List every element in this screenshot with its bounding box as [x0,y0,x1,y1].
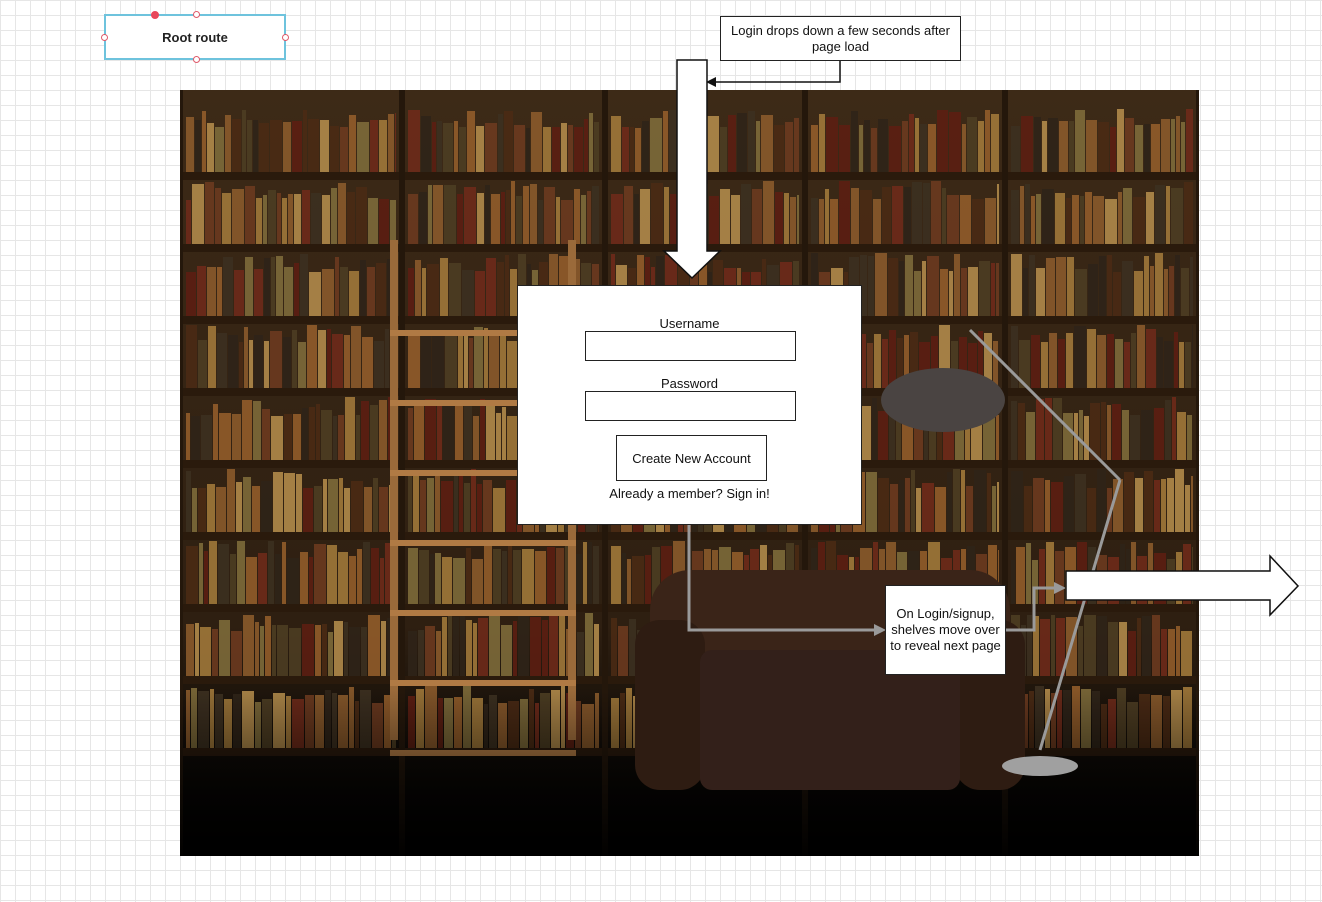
connector-note-to-arrow [712,61,841,83]
selection-handle[interactable] [101,34,108,41]
shelves-note[interactable]: On Login/signup, shelves move over to re… [885,585,1006,675]
login-card: Username Password Create New Account Alr… [517,285,862,525]
password-label: Password [660,376,719,391]
login-drop-note-text: Login drops down a few seconds after pag… [731,22,950,54]
shelves-note-text: On Login/signup, shelves move over to re… [890,606,1001,653]
connector-arrowhead [706,77,716,87]
root-route-label: Root route [162,29,228,45]
selection-handle[interactable] [193,11,200,18]
create-account-button[interactable]: Create New Account [616,435,767,481]
login-drop-note[interactable]: Login drops down a few seconds after pag… [720,16,961,61]
create-account-label: Create New Account [632,450,751,466]
selection-handle[interactable] [193,56,200,63]
selection-handle[interactable] [151,11,159,19]
username-field[interactable] [585,331,796,361]
selection-handle[interactable] [282,34,289,41]
password-field[interactable] [585,391,796,421]
username-label: Username [659,316,720,331]
root-route-node[interactable]: Root route [101,11,289,63]
signin-link[interactable]: Already a member? Sign in! [609,486,770,501]
